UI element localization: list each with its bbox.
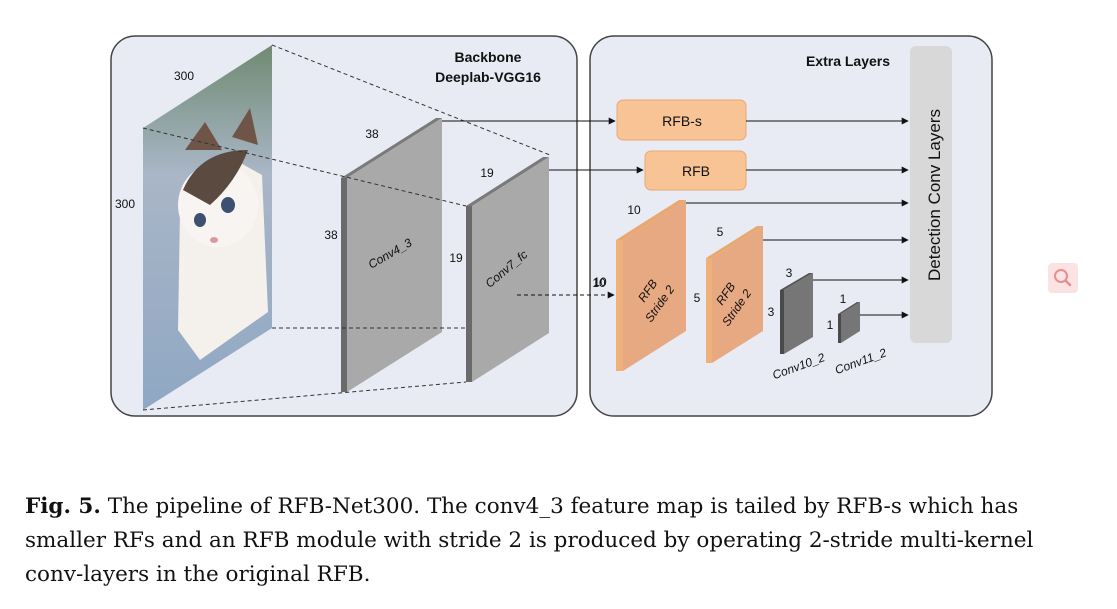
caption-text: The pipeline of RFB-Net300. The conv4_3 … [25, 494, 1034, 587]
conv4-3-block [341, 118, 442, 392]
rfb-s-label: RFB-s [662, 113, 702, 129]
conv10-2-block [780, 273, 813, 354]
conv10-2-width-label: 3 [786, 266, 793, 280]
input-height-label: 300 [115, 197, 135, 211]
conv10-2-height-label: 3 [768, 305, 775, 319]
rfb-stride2-block-1 [616, 200, 686, 371]
rfb-stride2-1-height-label: 10 [593, 275, 607, 289]
rfb-stride2-2-width-label: 5 [717, 225, 724, 239]
conv11-2-height-label: 1 [827, 318, 834, 332]
conv7-fc-block [466, 157, 549, 382]
conv11-2-block [838, 302, 860, 343]
conv7-fc-height-label: 19 [449, 251, 463, 265]
input-width-label: 300 [174, 69, 194, 83]
search-icon [1054, 269, 1072, 287]
conv4-3-height-label: 38 [324, 228, 338, 242]
backbone-title: Backbone [455, 49, 522, 65]
extra-layers-title: Extra Layers [806, 53, 890, 69]
conv11-2-width-label: 1 [840, 292, 847, 306]
input-image [143, 45, 272, 410]
conv7-fc-width-label: 19 [480, 166, 494, 180]
search-button[interactable] [1048, 263, 1078, 293]
conv7-to-rfb-size-label: 10 [592, 276, 606, 290]
rfb-s-box [616, 99, 747, 141]
rfb-label: RFB [682, 163, 710, 179]
rfb-stride2-2-height-label: 5 [694, 291, 701, 305]
rfb-stride2-1-width-label: 10 [627, 203, 641, 217]
detection-conv-bar [910, 46, 952, 343]
backbone-subtitle: Deeplab-VGG16 [435, 69, 541, 85]
rfb-stride2-block-2 [706, 226, 763, 363]
rfb-net-diagram: Backbone Deeplab-VGG16 Extra Layers 300 … [110, 35, 993, 417]
connection-arrows [442, 117, 909, 319]
detection-conv-label: Detection Conv Layers [925, 109, 944, 281]
projection-lines [142, 44, 551, 411]
conv4-3-width-label: 38 [365, 127, 379, 141]
figure-caption: Fig. 5. The pipeline of RFB-Net300. The … [25, 490, 1095, 592]
figure-label: Fig. 5. [25, 494, 101, 519]
